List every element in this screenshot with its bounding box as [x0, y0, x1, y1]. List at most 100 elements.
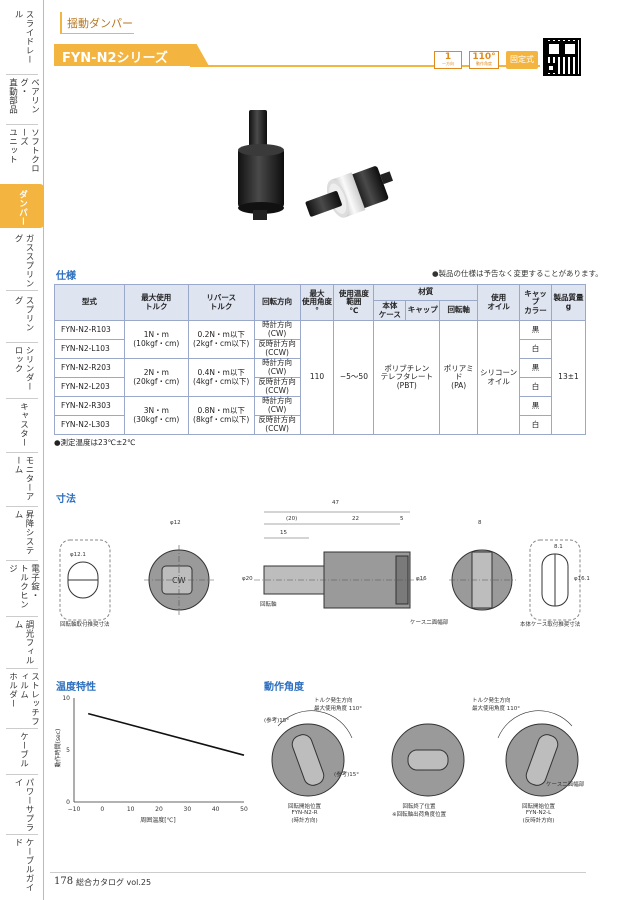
shaft-hole-caption: 回転軸取付推奨寸法 [60, 622, 110, 628]
dim-47: 47 [332, 500, 339, 506]
header-max-angle: 最大 使用角度 ° [299, 284, 335, 321]
sidebar-item-damper[interactable]: ダンパー [0, 184, 44, 228]
max-torque-cell: 2N・m (20kgf・cm) [123, 358, 189, 397]
model-cell: FYN-N2-R203 [54, 358, 125, 378]
angle-section-title: 動作角度 [264, 682, 304, 693]
category-sidebar: スライドレール ベアリング・ 直動部品 ソフトクローズ ユニット ダンパー « … [0, 0, 44, 900]
sidebar-item-spring[interactable]: スプリング [4, 296, 42, 340]
dim-22: 22 [352, 516, 359, 522]
shaft-label: 回転軸 [260, 602, 277, 608]
sidebar-item-cylinder-lock[interactable]: シリンダーロック [4, 346, 42, 396]
measurement-note: ●測定温度は23℃±2℃ [54, 438, 136, 447]
badge-sub: 一方向 [442, 61, 454, 66]
end-position-caption: 回転終了位置 ※回転軸出荷角度位置 [392, 804, 447, 818]
sidebar-divider [6, 290, 38, 291]
sidebar-item-label: スプリング [13, 296, 34, 332]
chart-x-tick-label: 30 [184, 806, 192, 813]
title-underline [190, 65, 540, 67]
table-row: FYN-N2-L203 反時計方向 (CCW) 白 [54, 377, 586, 397]
footer-divider [50, 872, 586, 873]
product-photo [238, 110, 394, 220]
model-cell: FYN-N2-L203 [54, 377, 125, 397]
shaft-material-cell: ポリアミド (PA) [439, 320, 479, 435]
sidebar-item-power-supply[interactable]: パワーサプライ [4, 778, 42, 832]
case-flat-label-angle: ケース二面幅部 [546, 782, 585, 788]
max-torque-cell: 3N・m (30kgf・cm) [123, 396, 189, 435]
qr-code-icon[interactable] [543, 38, 581, 76]
header-oil: 使用 オイル [477, 284, 521, 321]
catalog-name: 総合カタログ vol.25 [76, 878, 152, 887]
chart-x-tick-label: 10 [127, 806, 135, 813]
torque-direction-label-r: トルク発生方向 [314, 698, 353, 704]
one-way-icon: 1 一方向 [434, 51, 462, 69]
max-angle-label-l: 最大使用角度 110° [472, 706, 520, 712]
chart-x-tick-label: 0 [100, 806, 104, 813]
max-angle-label-r: 最大使用角度 110° [314, 706, 362, 712]
body-hole-caption: 本体ケース取付推奨寸法 [520, 622, 581, 628]
sidebar-divider [6, 342, 38, 343]
table-row: FYN-N2-R203 2N・m (20kgf・cm) 0.4N・m以下 (4k… [54, 358, 586, 397]
angle-icon: 110° 動作角度 [469, 51, 499, 69]
dim-phi16-1: φ16.1 [574, 576, 590, 582]
sidebar-item-gas-spring[interactable]: ガススプリング [4, 234, 42, 296]
sidebar-item-monitor-arm[interactable]: モニターアーム [4, 456, 42, 504]
header-body: 本体 ケース [373, 300, 407, 321]
sidebar-item-label: ストレッチフィルム ホルダー [7, 672, 40, 726]
table-row: FYN-N2-L303 反時計方向 (CCW) 白 [54, 415, 586, 435]
chart-y-tick-label: 5 [66, 747, 70, 754]
sidebar-divider [6, 774, 38, 775]
rotation-cell: 時計方向 (CW) [253, 320, 301, 340]
angle-diagram: トルク発生方向 最大使用角度 110° (参考)15° (参考)15° トルク発… [262, 690, 592, 830]
sidebar-item-bearing[interactable]: ベアリング・ 直動部品 [4, 78, 42, 120]
header-temp: 使用温度 範囲 ℃ [333, 284, 375, 321]
cap-color-cell: 白 [519, 339, 552, 359]
sidebar-item-cable[interactable]: ケーブル [4, 732, 42, 772]
sidebar-divider [6, 616, 38, 617]
cap-color-cell: 黒 [519, 320, 552, 340]
active-arrow-icon: « [36, 200, 43, 213]
sidebar-item-stretch-film[interactable]: ストレッチフィルム ホルダー [4, 672, 42, 726]
sidebar-item-label: ダンパー [17, 190, 28, 226]
temp-range-cell: −5〜50 [333, 320, 375, 435]
sidebar-divider [6, 560, 38, 561]
chart-series-line [87, 712, 245, 756]
chart-y-tick-label: 10 [62, 695, 70, 702]
badge-value: 110° [472, 52, 496, 62]
sidebar-item-lift-system[interactable]: 昇降システム [4, 510, 42, 558]
chart-x-tick-label: 40 [212, 806, 220, 813]
chart-x-tick-label: −10 [68, 806, 81, 813]
sidebar-item-caster[interactable]: キャスター [4, 402, 42, 450]
rotation-cell: 反時計方向 (CCW) [253, 339, 301, 359]
chart-x-tick-label: 50 [240, 806, 248, 813]
chart-y-label: 動作時間(sec) [54, 729, 62, 768]
cap-color-cell: 黒 [519, 396, 552, 416]
sidebar-item-slide-rail[interactable]: スライドレール [4, 10, 42, 72]
sidebar-divider [6, 74, 38, 75]
start-position-l-caption: 回転開始位置 FYN-N2-L (反時計方向) [522, 804, 556, 824]
chart-x-tick-label: 20 [155, 806, 163, 813]
spec-section-title: 仕様 [56, 271, 76, 282]
sidebar-item-label: ガススプリング [13, 234, 34, 288]
rotation-cell: 反時計方向 (CCW) [253, 377, 301, 397]
header-reverse-torque: リバース トルク [187, 284, 255, 321]
sidebar-item-label: 昇降システム [13, 510, 34, 555]
model-cell: FYN-N2-R303 [54, 396, 125, 416]
body-material-cell: ポリブチレン テレフタレート (PBT) [373, 320, 441, 435]
badge-sub: 動作角度 [476, 61, 492, 66]
sidebar-item-cable-guide[interactable]: ケーブルガイド [4, 838, 42, 894]
sidebar-item-dimming-film[interactable]: 調光フィルム [4, 620, 42, 666]
dim-5: 5 [400, 516, 404, 522]
ref-angle-label-b: (参考)15° [334, 772, 360, 778]
dimensions-section-title: 寸法 [56, 494, 76, 505]
sidebar-item-label: ケーブル [18, 732, 29, 768]
sidebar-item-label: ケーブルガイド [13, 838, 34, 892]
sidebar-item-label: スライドレール [13, 10, 34, 64]
cw-label: CW [172, 576, 186, 585]
sidebar-item-e-lock[interactable]: 電子錠・ トルクヒンジ [4, 564, 42, 614]
category-title: 揺動ダンパー [60, 12, 134, 34]
sidebar-item-soft-close[interactable]: ソフトクローズ ユニット [4, 128, 42, 180]
sidebar-item-label: キャスター [18, 402, 29, 447]
sidebar-item-label: ソフトクローズ ユニット [7, 128, 40, 173]
badge-value: 1 [444, 52, 452, 62]
